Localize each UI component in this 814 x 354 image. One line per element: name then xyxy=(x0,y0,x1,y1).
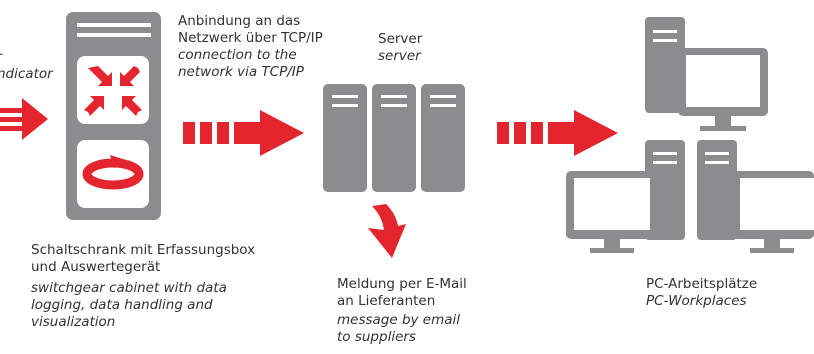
email-label-en-1: message by email xyxy=(337,312,461,328)
cabinet-label: Schaltschrank mit Erfassungsbox und Ausw… xyxy=(31,242,255,331)
workplaces-label-de: PC-Arbeitsplätze xyxy=(646,276,758,292)
server-label-de: Server xyxy=(378,31,423,47)
workplaces-label-en: PC-Workplaces xyxy=(646,293,747,309)
arrow-to-workplaces-icon xyxy=(497,110,618,156)
connection-label-en-1: connection to the xyxy=(178,47,297,63)
server-label-en: server xyxy=(378,48,421,64)
pc-workplaces-icon xyxy=(566,17,814,253)
data-logging-icon xyxy=(84,66,142,116)
cabinet-label-en-3: visualization xyxy=(31,314,116,330)
connection-label-en-2: network via TCP/IP xyxy=(178,64,304,80)
connection-label-de-1: Anbindung an das xyxy=(178,13,301,29)
indicator-label-en: ndicator xyxy=(0,66,53,82)
cabinet-label-en-2: logging, data handling and xyxy=(31,297,213,313)
incoming-arrow-icon xyxy=(0,98,48,140)
email-label-en-2: to suppliers xyxy=(337,329,416,345)
server-label: Server server xyxy=(378,31,422,65)
workplaces-label: PC-Arbeitsplätze PC-Workplaces xyxy=(646,276,757,310)
server-icon xyxy=(323,84,465,192)
cabinet-label-en-1: switchgear cabinet with data xyxy=(31,280,227,296)
connection-label-de-2: Netzwerk über TCP/IP xyxy=(178,30,323,46)
indicator-label-de: r xyxy=(0,49,53,66)
email-label-de-1: Meldung per E-Mail xyxy=(337,276,467,292)
email-arrow-icon xyxy=(368,204,406,258)
data-handling-cycle-icon xyxy=(82,155,144,190)
indicator-label: r ndicator xyxy=(0,49,53,83)
arrow-to-server-icon xyxy=(183,110,304,156)
email-label: Meldung per E-Mail an Lieferanten messag… xyxy=(337,276,467,346)
connection-label: Anbindung an das Netzwerk über TCP/IP co… xyxy=(178,13,323,81)
cabinet-label-de-2: und Auswertegerät xyxy=(31,259,161,275)
email-label-de-2: an Lieferanten xyxy=(337,293,436,309)
cabinet-label-de-1: Schaltschrank mit Erfassungsbox xyxy=(31,242,256,258)
